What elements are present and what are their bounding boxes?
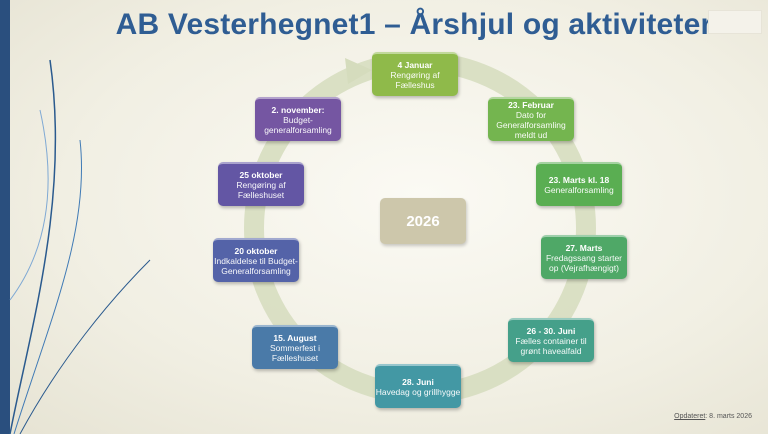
event-text: Dato for Generalforsamling meldt ud: [496, 110, 566, 140]
event-date: 27. Marts: [565, 243, 603, 253]
event-text: Budget-generalforsamling: [264, 115, 332, 135]
page-title: AB Vesterhegnet1 – Årshjul og aktivitete…: [115, 8, 713, 41]
event-text: Rengøring af Fælleshuset: [236, 180, 286, 200]
event-text: Sommerfest i Fælleshuset: [269, 343, 321, 363]
event-text: Rengøring af Fælleshus: [390, 70, 440, 90]
event-date: 26 - 30. Juni: [526, 326, 576, 336]
updated-date: : 8. marts 2026: [705, 413, 752, 420]
updated-note: Opdateret: 8. marts 2026: [674, 413, 752, 420]
event-date: 23. Februar: [508, 100, 554, 110]
event-date: 20 oktober: [234, 246, 278, 256]
cycle-arrow-icon: [345, 58, 372, 84]
corner-placeholder: [708, 10, 762, 34]
event-text: Fredagssang starter op (Vejrafhængigt): [545, 253, 623, 273]
event-date: 15. August: [273, 333, 317, 343]
year-label: 2026: [380, 198, 466, 244]
event-date: 2. november:: [271, 105, 325, 115]
updated-label: Opdateret: [674, 413, 706, 420]
event-text: Generalforsamling: [544, 185, 614, 195]
event-date: 25 oktober: [239, 170, 283, 180]
event-box: 2. november:Budget-generalforsamling: [255, 97, 341, 141]
event-date: 4 Januar: [397, 60, 433, 70]
event-text: Havedag og grillhygge: [375, 387, 461, 397]
event-text: Indkaldelse til Budget-Generalforsamling: [214, 256, 298, 276]
event-date: 28. Juni: [402, 377, 434, 387]
event-text: Fælles container til grønt havealfald: [515, 336, 587, 356]
event-date: 23. Marts kl. 18: [548, 175, 610, 185]
